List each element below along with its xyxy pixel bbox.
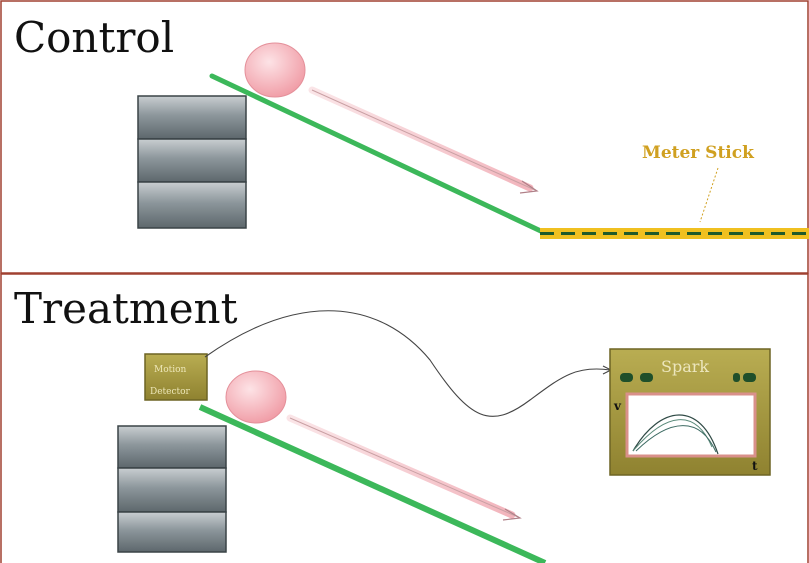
spark-indicator [733, 373, 740, 382]
control-panel-border [0, 0, 809, 274]
treatment-ramp [198, 404, 547, 563]
detector-cable [204, 310, 611, 417]
meter-stick-label: Meter Stick [642, 143, 755, 163]
control-motion-arrow [308, 86, 539, 194]
block [117, 467, 227, 513]
spark-button [743, 373, 756, 382]
treatment-panel-border [0, 273, 809, 563]
spark-button [620, 373, 633, 382]
control-block-stack [137, 95, 247, 229]
meter-stick-pointer [699, 167, 719, 223]
spark-button [640, 373, 653, 382]
control-title: Control [14, 13, 174, 62]
treatment-title: Treatment [14, 284, 238, 333]
motion-detector-label-line2: Detector [150, 387, 191, 397]
velocity-curve [632, 414, 719, 455]
velocity-curve [635, 425, 717, 453]
control-ball [244, 42, 306, 98]
block [137, 95, 247, 140]
block [117, 511, 227, 553]
motion-detector: Motion Detector [144, 353, 208, 401]
spark-title: Spark [661, 357, 709, 376]
meter-stick [540, 228, 809, 239]
block [117, 425, 227, 469]
control-panel: Control Meter Stick [0, 0, 809, 274]
block [137, 138, 247, 183]
spark-device: Spark v t [609, 348, 771, 476]
axis-label-v: v [613, 399, 622, 413]
treatment-panel: Treatment Motion Detector Spa [0, 273, 809, 563]
control-ramp [209, 73, 548, 236]
block [137, 181, 247, 229]
spark-screen [625, 392, 757, 458]
motion-detector-label-line1: Motion [154, 365, 187, 375]
treatment-motion-arrow [286, 414, 522, 521]
treatment-ball [225, 370, 287, 424]
treatment-block-stack [117, 425, 227, 553]
axis-label-t: t [752, 459, 758, 473]
